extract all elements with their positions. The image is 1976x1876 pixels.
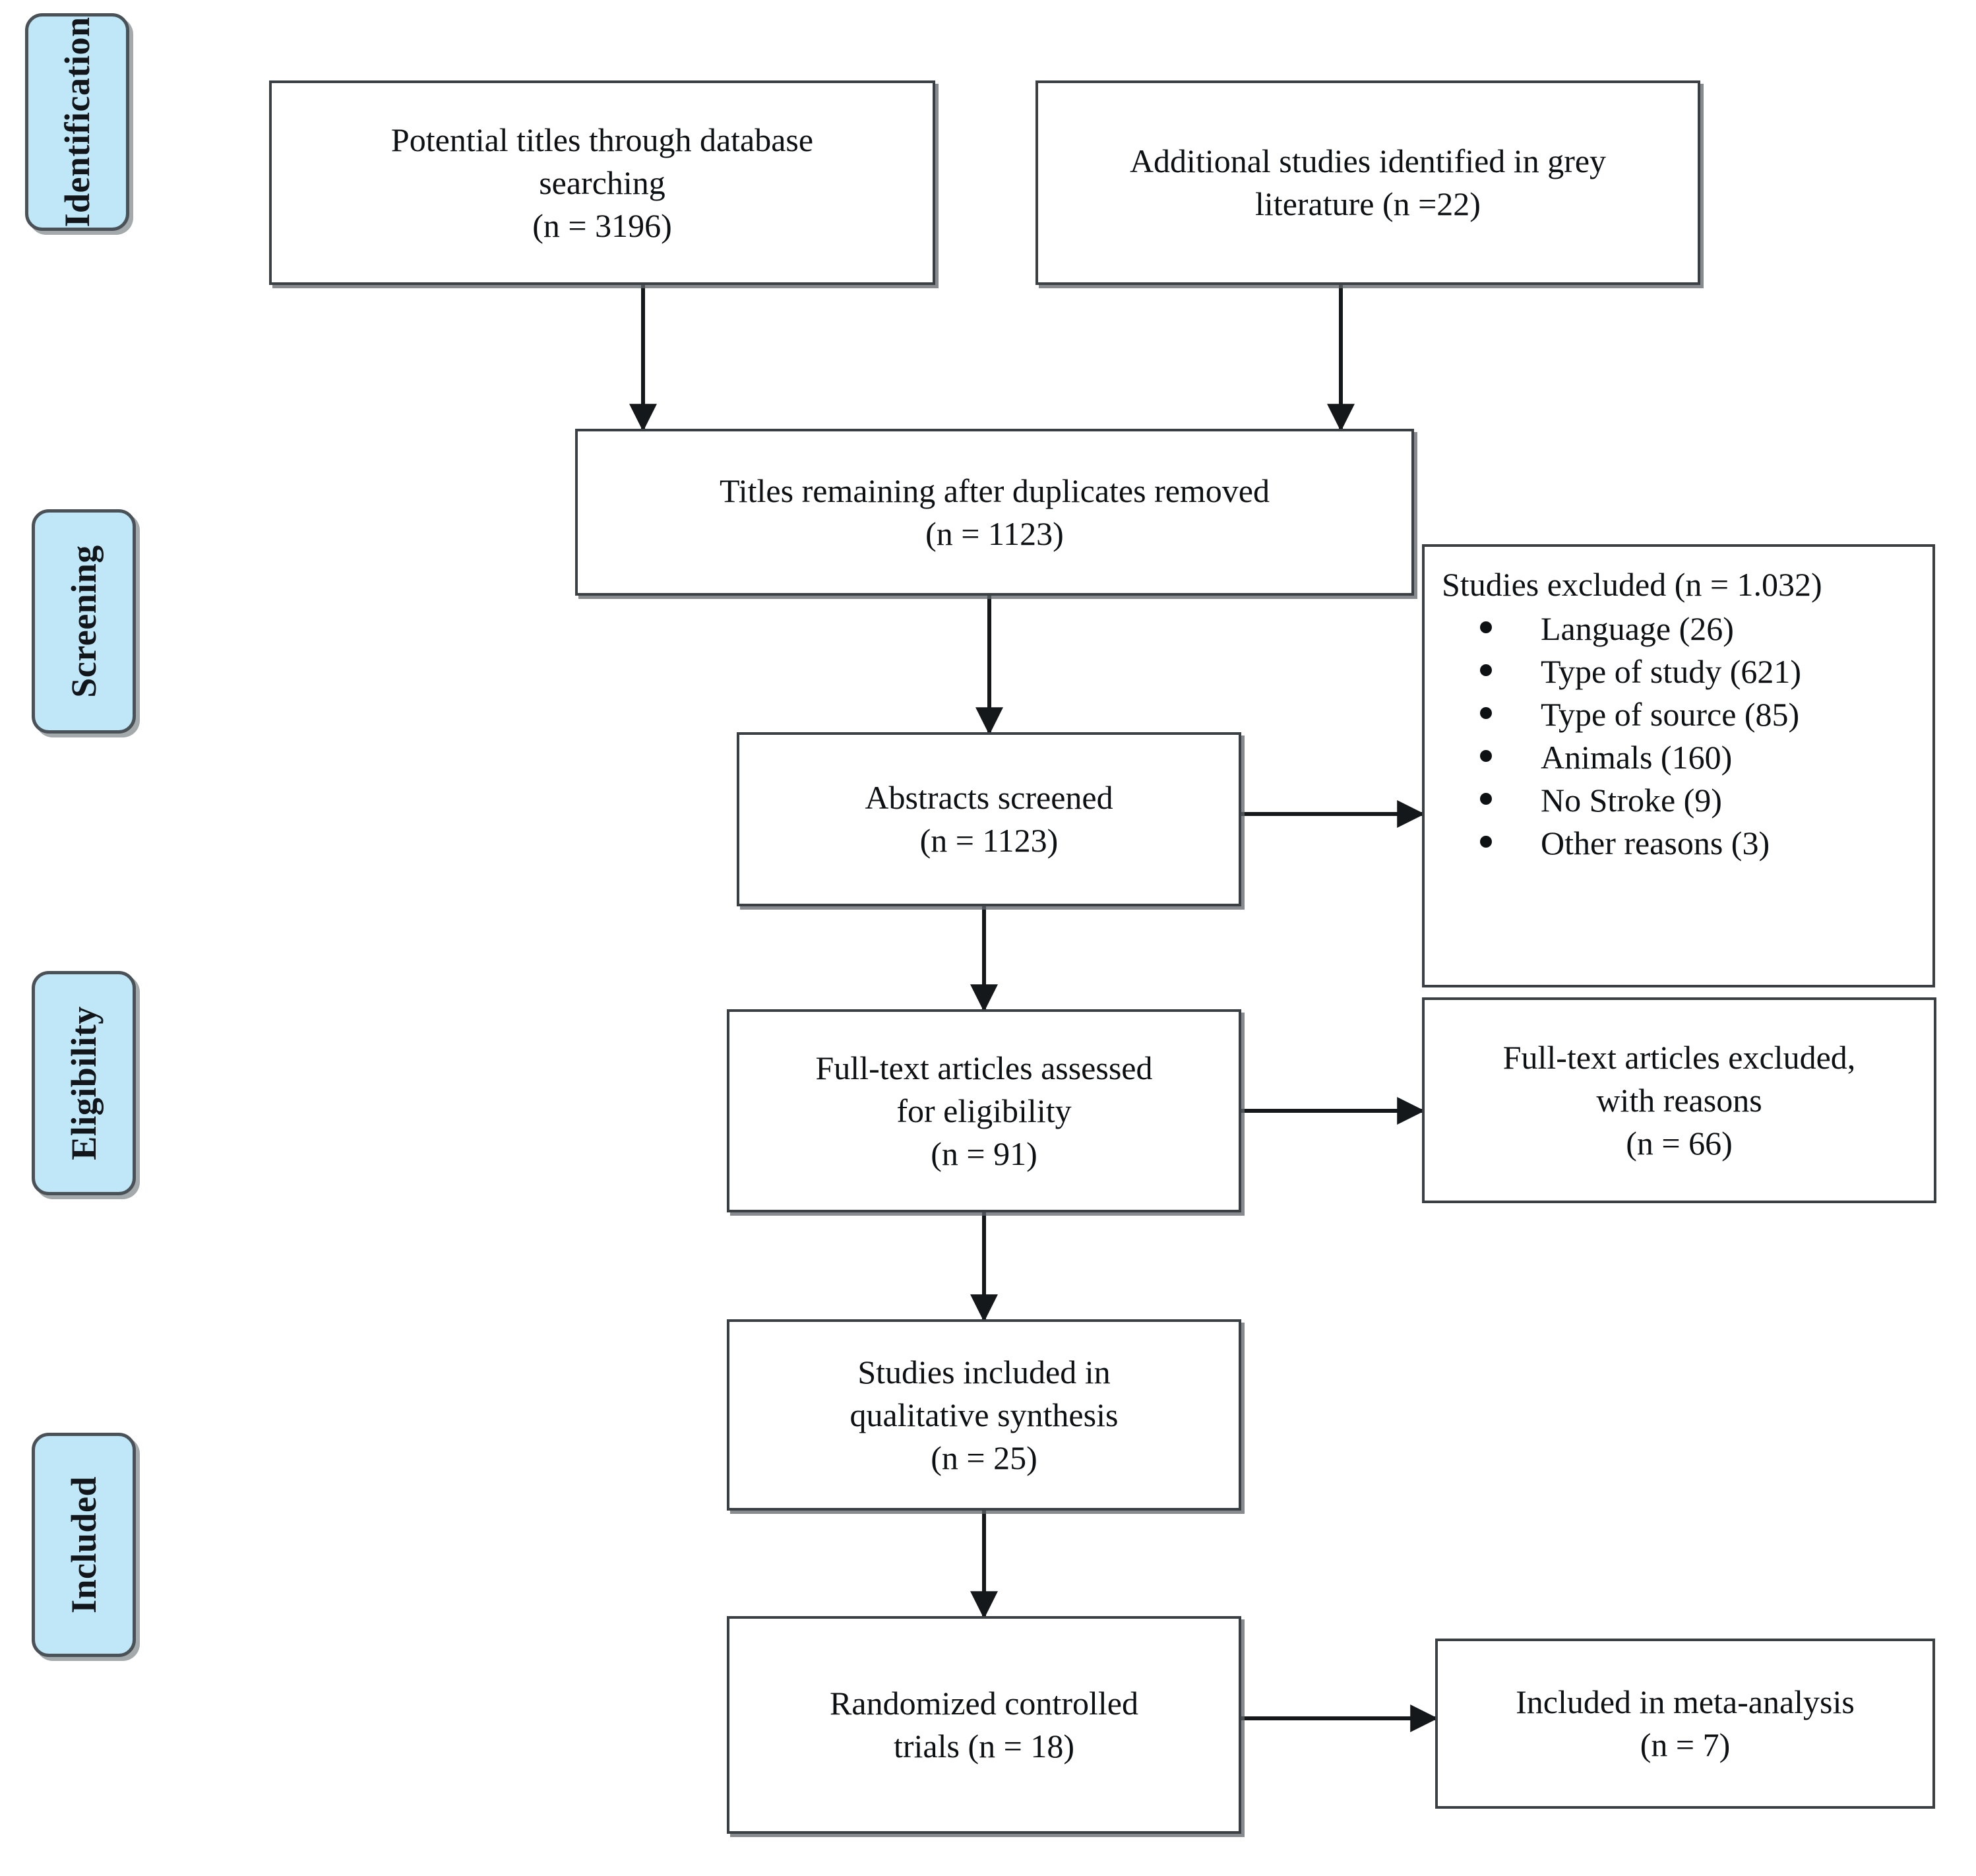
bullet-icon [1480,664,1492,676]
stage-tab-eligibility[interactable]: Eligibility [32,971,136,1195]
box-meta-analysis: Included in meta-analysis (n = 7) [1435,1639,1935,1809]
box-qualitative-synthesis-line3: (n = 25) [931,1439,1037,1476]
bullet-icon [1480,706,1492,719]
box-database-search-line1: Potential titles through database [390,121,814,158]
box-randomized-trials-text: Randomized controlled trials (n = 18) [820,1682,1148,1768]
bullet-icon [1480,792,1492,805]
box-qualitative-synthesis: Studies included in qualitative synthesi… [727,1319,1241,1511]
box-abstracts-screened-text: Abstracts screened (n = 1123) [855,776,1122,862]
bullet-icon [1480,749,1492,762]
list-item: Other reasons (3) [1442,822,1919,865]
reason-label: Animals (160) [1541,739,1733,776]
reason-label: No Stroke (9) [1541,782,1722,819]
box-database-search-line2: searching [539,164,665,201]
box-database-search-text: Potential titles through database search… [382,119,822,247]
box-abstracts-screened-line1: Abstracts screened [865,779,1113,816]
bullet-icon [1480,621,1492,633]
stage-tab-identification-label: Identification [57,16,97,228]
box-grey-literature-line2: literature (n =22) [1255,185,1481,222]
box-fulltext-assessed: Full-text articles assessed for eligibil… [727,1009,1241,1212]
box-fulltext-excluded-line1: Full-text articles excluded, [1502,1038,1856,1076]
box-fulltext-excluded-line2: with reasons [1596,1081,1762,1119]
stage-tab-screening[interactable]: Screening [32,509,136,734]
list-item: Type of source (85) [1442,693,1919,736]
box-grey-literature: Additional studies identified in grey li… [1035,80,1700,285]
box-duplicates-removed-text: Titles remaining after duplicates remove… [710,470,1279,555]
box-fulltext-excluded-text: Full-text articles excluded, with reason… [1494,1036,1865,1165]
box-meta-analysis-text: Included in meta-analysis (n = 7) [1506,1681,1864,1767]
box-fulltext-assessed-text: Full-text articles assessed for eligibil… [807,1047,1162,1175]
box-duplicates-removed: Titles remaining after duplicates remove… [575,429,1414,596]
box-fulltext-assessed-line1: Full-text articles assessed [815,1049,1153,1086]
box-qualitative-synthesis-line1: Studies included in [857,1353,1111,1391]
box-qualitative-synthesis-text: Studies included in qualitative synthesi… [841,1351,1128,1480]
box-meta-analysis-line1: Included in meta-analysis [1516,1683,1855,1720]
stage-tab-included-label: Included [64,1476,104,1614]
box-qualitative-synthesis-line2: qualitative synthesis [849,1396,1119,1433]
box-fulltext-excluded: Full-text articles excluded, with reason… [1422,997,1936,1203]
box-randomized-trials-line2: trials (n = 18) [894,1728,1074,1765]
stage-tab-included[interactable]: Included [32,1433,136,1657]
studies-excluded-reason-list: Language (26) Type of study (621) Type o… [1442,608,1919,865]
reason-label: Language (26) [1541,610,1734,647]
box-fulltext-assessed-line3: (n = 91) [931,1135,1037,1172]
box-grey-literature-text: Additional studies identified in grey li… [1121,140,1615,226]
box-abstracts-screened: Abstracts screened (n = 1123) [737,732,1241,906]
list-item: Language (26) [1442,608,1919,650]
box-database-search: Potential titles through database search… [269,80,935,285]
box-randomized-trials: Randomized controlled trials (n = 18) [727,1616,1241,1834]
box-duplicates-removed-line2: (n = 1123) [925,515,1064,552]
bullet-icon [1480,835,1492,848]
box-abstracts-screened-line2: (n = 1123) [919,822,1059,859]
box-studies-excluded-title: Studies excluded (n = 1.032) [1442,566,1822,603]
list-item: Type of study (621) [1442,650,1919,693]
list-item: Animals (160) [1442,736,1919,779]
reason-label: Type of source (85) [1541,696,1800,733]
stage-tab-screening-label: Screening [64,545,104,698]
box-randomized-trials-line1: Randomized controlled [830,1685,1138,1722]
reason-label: Other reasons (3) [1541,825,1770,861]
list-item: No Stroke (9) [1442,779,1919,822]
box-fulltext-excluded-line3: (n = 66) [1626,1124,1733,1162]
box-studies-excluded: Studies excluded (n = 1.032) Language (2… [1422,544,1935,987]
stage-tab-eligibility-label: Eligibility [64,1006,104,1160]
box-database-search-line3: (n = 3196) [532,206,672,244]
box-grey-literature-line1: Additional studies identified in grey [1129,142,1607,179]
box-duplicates-removed-line1: Titles remaining after duplicates remove… [719,472,1270,509]
box-fulltext-assessed-line2: for eligibility [896,1092,1072,1129]
stage-tab-identification[interactable]: Identification [25,13,129,231]
box-meta-analysis-line2: (n = 7) [1640,1726,1731,1763]
reason-label: Type of study (621) [1541,653,1802,690]
